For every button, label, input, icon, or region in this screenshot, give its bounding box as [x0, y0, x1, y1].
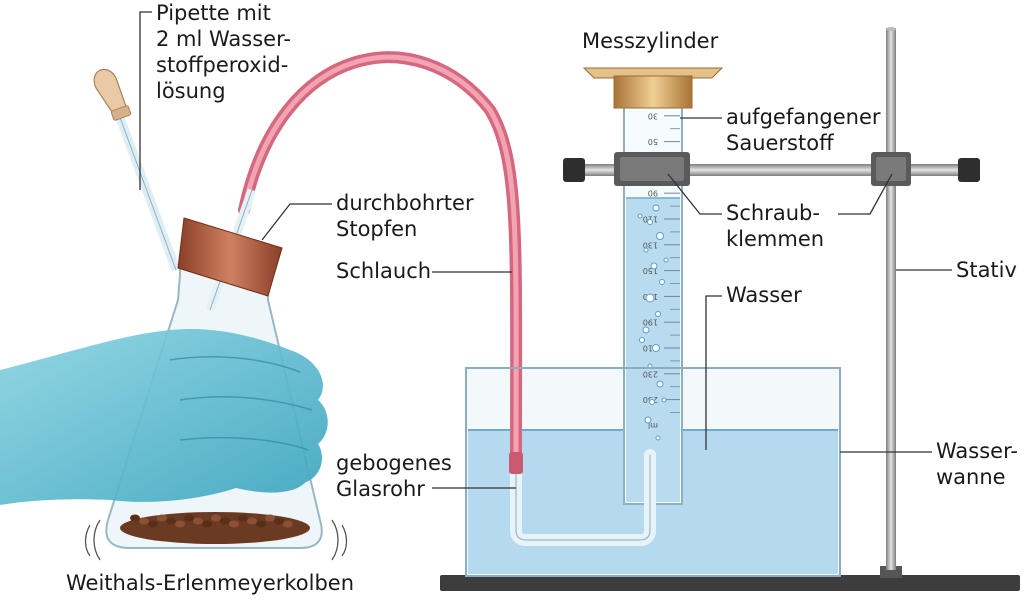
sediment-grain: [265, 514, 275, 522]
leader-pipette: [139, 11, 152, 190]
gas-bubble: [643, 247, 649, 253]
scale-tick-label: 90: [648, 189, 658, 198]
sediment-grain: [148, 520, 158, 528]
gas-bubble: [644, 416, 652, 424]
gas-bubble: [655, 311, 661, 317]
sediment-grain: [157, 514, 167, 522]
gas-bubble: [655, 435, 661, 441]
gas-bubble: [659, 279, 665, 285]
sediment-grain: [220, 517, 230, 525]
clamp-knob-right: [958, 158, 980, 182]
sediment-grain: [193, 517, 203, 525]
leader-water: [705, 295, 722, 450]
scale-tick-label: 150: [643, 266, 658, 275]
sediment-grain: [283, 520, 293, 528]
sediment-grains: [130, 514, 293, 528]
stopper: [177, 217, 283, 297]
label-bent-tube: gebogenes Glasrohr: [336, 451, 452, 501]
gas-bubble: [663, 257, 669, 263]
label-water: Wasser: [726, 283, 802, 307]
clamp-knob-left: [563, 158, 585, 182]
gloved-hand: [0, 328, 328, 505]
scale-tick-label: 110: [643, 215, 658, 224]
gas-bubble: [650, 262, 658, 270]
stand-base: [440, 575, 1020, 591]
label-oxygen: aufgefangener Sauerstoff: [726, 105, 881, 155]
gas-bubble: [647, 219, 653, 225]
stand-rod: [886, 28, 896, 570]
sediment-grain: [130, 514, 140, 522]
leader-clamps: [667, 173, 893, 215]
sediment-grain: [229, 520, 239, 528]
gas-bubble: [645, 293, 655, 303]
sediment-grain: [211, 514, 221, 522]
label-pipette: Pipette mit 2 ml Wasser- stoffperoxid- l…: [156, 1, 291, 103]
gas-bubble: [656, 232, 664, 240]
gas-bubble: [649, 399, 655, 405]
scale-unit: ml: [648, 421, 658, 430]
stand-foot: [880, 566, 902, 578]
label-stand: Stativ: [956, 258, 1017, 282]
gas-bubble: [656, 380, 664, 388]
gas-bubble: [661, 397, 667, 403]
sediment-grain: [256, 520, 266, 528]
label-hose: Schlauch: [336, 259, 432, 283]
label-flask: Weithals-Erlenmeyerkolben: [66, 571, 355, 595]
hose-end: [509, 452, 523, 474]
label-cylinder: Messzylinder: [582, 29, 719, 53]
gas-bubble: [652, 204, 660, 212]
scale-tick-label: 210: [643, 344, 658, 353]
scale-tick-label: 50: [648, 137, 658, 146]
gas-bubble: [642, 326, 650, 334]
gas-bubble: [639, 337, 645, 343]
gas-bubble: [652, 344, 660, 352]
label-stopper: durchbohrter Stopfen: [336, 191, 474, 241]
label-clamps: Schraub- klemmen: [726, 201, 825, 251]
scale-tick-label: 230: [643, 369, 658, 378]
scale-tick-label: 130: [643, 240, 658, 249]
sediment-grain: [202, 520, 212, 528]
sediment-grain: [184, 514, 194, 522]
sediment-grain: [247, 517, 257, 525]
scale-tick-label: 30: [648, 111, 658, 120]
label-tub: Wasser- wanne: [936, 439, 1018, 489]
gas-bubble: [637, 213, 643, 219]
sediment-grain: [166, 517, 176, 525]
cylinder-cap: [613, 75, 693, 109]
leader-stopper: [261, 203, 332, 241]
sediment-grain: [139, 517, 149, 525]
scale-tick-label: 190: [643, 318, 658, 327]
sediment-grain: [175, 520, 185, 528]
sediment-grain: [238, 514, 248, 522]
sediment-grain: [274, 517, 284, 525]
